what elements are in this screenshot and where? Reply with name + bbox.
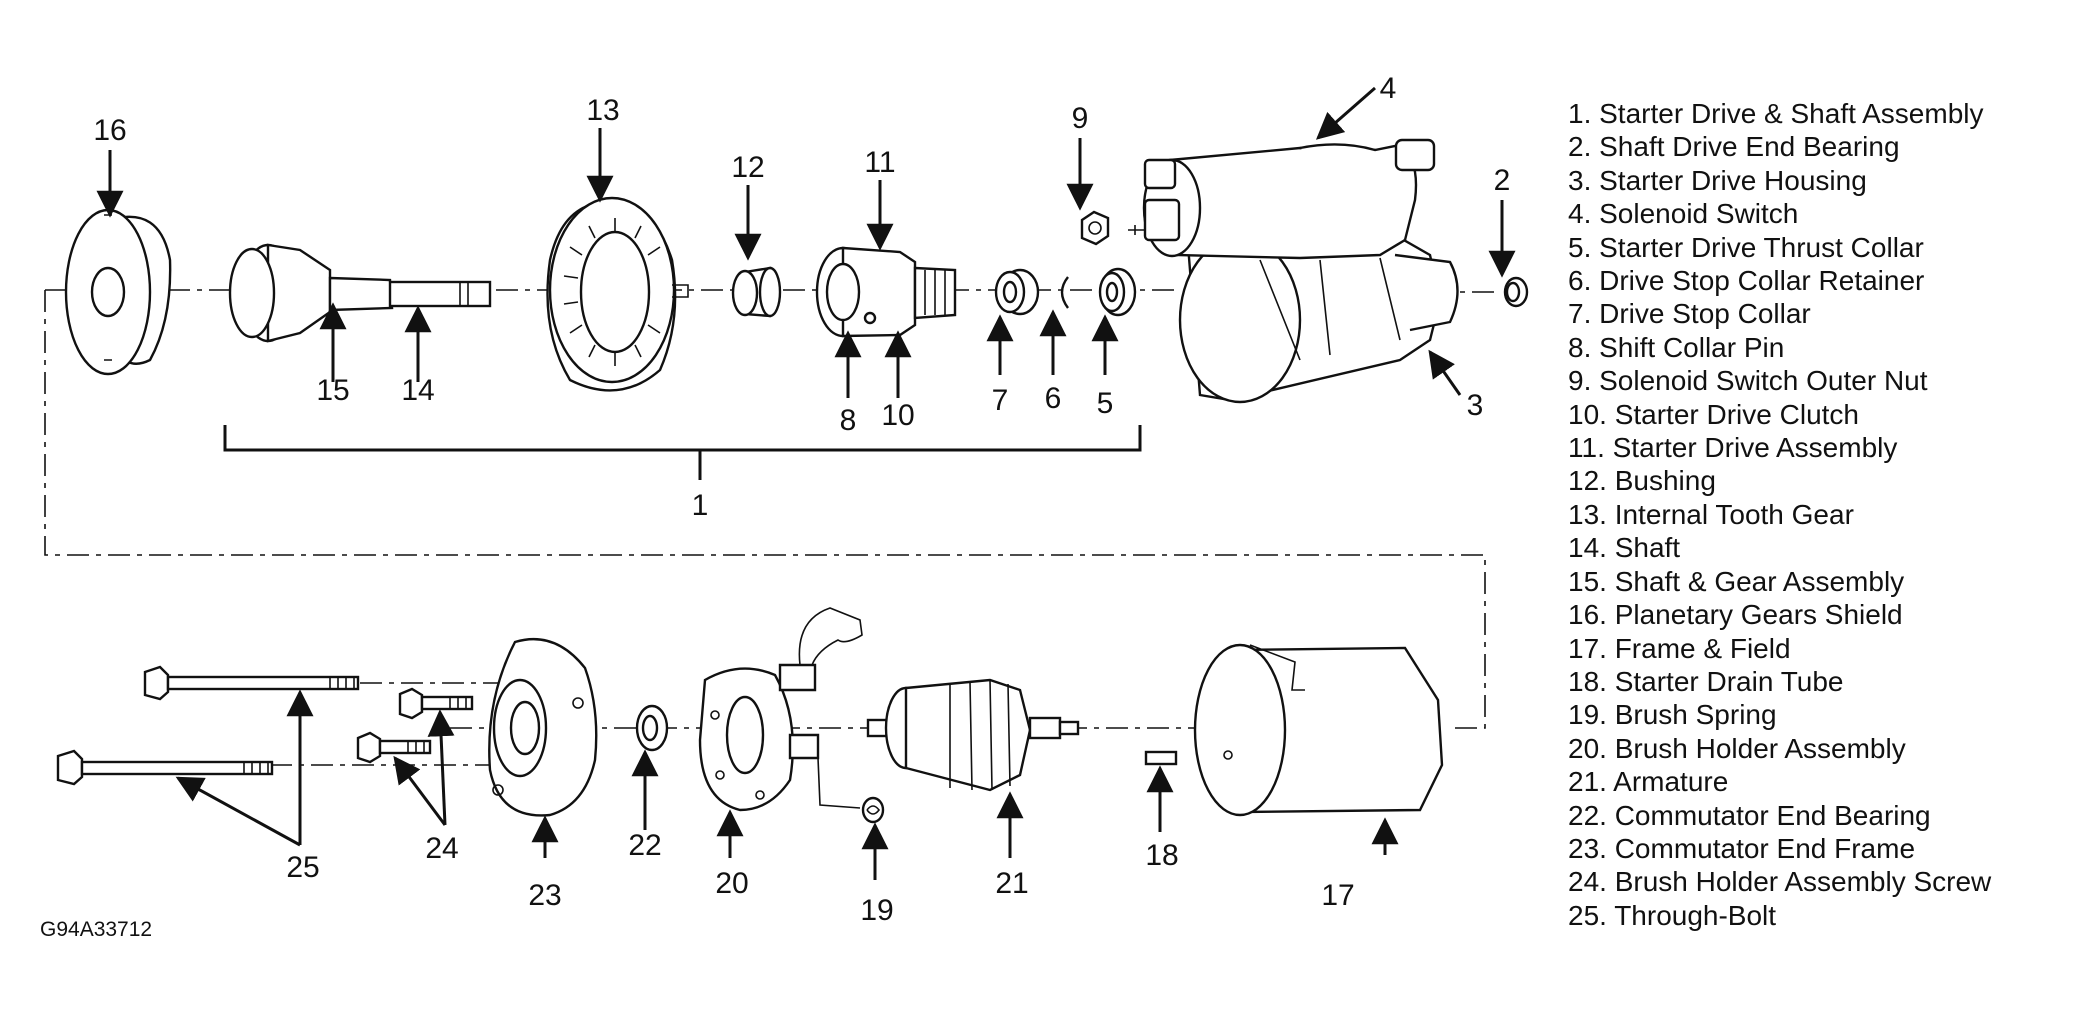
solenoid-and-drive-housing xyxy=(1128,138,1459,404)
parts-legend: 1. Starter Drive & Shaft Assembly 2. Sha… xyxy=(1568,97,2068,932)
legend-item: 7. Drive Stop Collar xyxy=(1568,298,1811,330)
commutator-end-frame xyxy=(488,638,598,817)
callout-16: 16 xyxy=(93,114,126,147)
callout-22: 22 xyxy=(628,829,661,862)
legend-item: 21. Armature xyxy=(1568,766,1729,798)
figure-code: G94A33712 xyxy=(40,918,153,941)
legend-item: 25. Through-Bolt xyxy=(1568,899,1777,931)
callout-7: 7 xyxy=(992,384,1009,417)
internal-tooth-gear xyxy=(546,196,689,392)
callout-3: 3 xyxy=(1467,389,1484,422)
callout-8: 8 xyxy=(840,404,857,437)
legend-item: 5. Starter Drive Thrust Collar xyxy=(1568,231,1924,263)
callout-14: 14 xyxy=(401,374,434,407)
legend-item: 4. Solenoid Switch xyxy=(1568,198,1799,230)
legend-item: 19. Brush Spring xyxy=(1568,699,1777,731)
callout-6: 6 xyxy=(1045,382,1062,415)
starter-drive-thrust-collar xyxy=(1098,267,1137,317)
legend-item: 10. Starter Drive Clutch xyxy=(1568,398,1859,430)
brush-holder-screws xyxy=(356,687,474,764)
exploded-view-diagram: 1 2 3 4 5 6 7 8 9 10 11 12 13 14 15 16 1… xyxy=(44,72,1529,927)
legend-item: 2. Shaft Drive End Bearing xyxy=(1568,131,1900,163)
shaft-and-gear-assembly xyxy=(228,243,492,343)
legend-item: 17. Frame & Field xyxy=(1568,632,1791,664)
frame-and-field xyxy=(1193,643,1444,817)
legend-item: 13. Internal Tooth Gear xyxy=(1568,498,1854,530)
callout-11: 11 xyxy=(864,146,895,179)
commutator-end-bearing xyxy=(635,704,669,752)
brush-spring xyxy=(861,796,885,824)
armature xyxy=(866,678,1080,792)
legend-item: 20. Brush Holder Assembly xyxy=(1568,732,1906,764)
legend-item: 16. Planetary Gears Shield xyxy=(1568,599,1903,631)
drive-stop-collar-retainer xyxy=(1060,276,1069,309)
callout-15: 15 xyxy=(316,374,349,407)
callout-24: 24 xyxy=(425,832,458,865)
return-line xyxy=(44,290,1486,729)
bushing xyxy=(731,266,782,318)
brush-holder-assembly xyxy=(698,607,863,812)
legend-item: 18. Starter Drain Tube xyxy=(1568,665,1844,697)
bracket-assembly-1 xyxy=(223,425,1142,452)
legend-item: 8. Shift Collar Pin xyxy=(1568,331,1785,363)
legend-item: 3. Starter Drive Housing xyxy=(1568,164,1867,196)
callout-4: 4 xyxy=(1380,72,1397,105)
starter-drain-tube xyxy=(1144,750,1178,766)
leader-arrows xyxy=(96,86,1516,880)
legend-item: 14. Shaft xyxy=(1568,532,1681,564)
legend-item: 15. Shaft & Gear Assembly xyxy=(1568,565,1905,597)
planetary-gears-shield xyxy=(64,208,172,376)
legend-item: 6. Drive Stop Collar Retainer xyxy=(1568,265,1925,297)
callout-23: 23 xyxy=(528,879,561,912)
through-bolts xyxy=(56,665,360,786)
legend-item: 11. Starter Drive Assembly xyxy=(1568,432,1898,464)
callout-18: 18 xyxy=(1145,839,1178,872)
legend-item: 9. Solenoid Switch Outer Nut xyxy=(1568,365,1928,397)
legend-item: 1. Starter Drive & Shaft Assembly xyxy=(1568,98,1984,129)
callout-9: 9 xyxy=(1072,102,1089,135)
callout-25: 25 xyxy=(286,851,319,884)
starter-drive-clutch xyxy=(815,246,957,338)
callout-5: 5 xyxy=(1097,387,1114,420)
solenoid-switch-outer-nut xyxy=(1080,210,1110,246)
callout-17: 17 xyxy=(1321,879,1354,912)
callout-13: 13 xyxy=(586,94,619,127)
legend-item: 22. Commutator End Bearing xyxy=(1568,799,1931,831)
callout-2: 2 xyxy=(1494,164,1511,197)
legend-item: 23. Commutator End Frame xyxy=(1568,832,1916,864)
callout-10: 10 xyxy=(881,399,914,432)
callout-21: 21 xyxy=(995,867,1028,900)
callout-12: 12 xyxy=(731,151,764,184)
callout-numbers: 1 2 3 4 5 6 7 8 9 10 11 12 13 14 15 16 1… xyxy=(93,72,1510,927)
legend-item: 24. Brush Holder Assembly Screw xyxy=(1568,866,1992,898)
callout-20: 20 xyxy=(715,867,748,900)
shaft-drive-end-bearing xyxy=(1503,276,1529,308)
legend-item: 12. Bushing xyxy=(1568,465,1716,497)
callout-1: 1 xyxy=(692,489,709,522)
callout-19: 19 xyxy=(860,894,893,927)
drive-stop-collar xyxy=(994,268,1040,316)
